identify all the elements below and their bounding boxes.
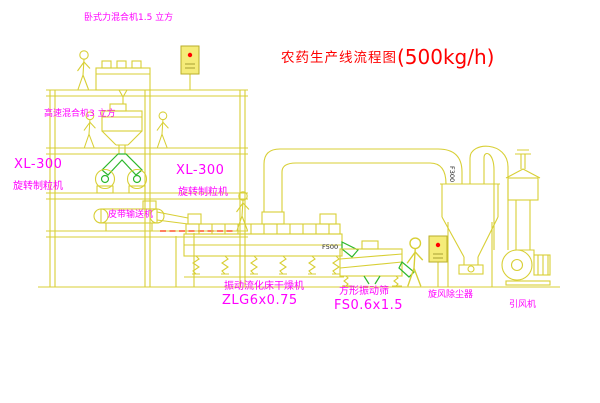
panel-indicator-light xyxy=(435,242,441,248)
dryer-discharge-chute xyxy=(341,241,359,258)
title-text: 农药生产线流程图 xyxy=(281,50,397,66)
diagram-title: 农药生产线流程图(500kg/h) xyxy=(281,45,495,69)
label-granulator-right-name: 旋转制粒机 xyxy=(178,187,228,198)
horizontal-mixer xyxy=(95,60,151,104)
building-frame xyxy=(38,89,560,288)
label-high-speed-mixer: 高速混合机3 立方 xyxy=(44,109,116,119)
operator-figure xyxy=(406,237,424,288)
sieve-bottom-funnel xyxy=(363,275,381,285)
operator-figure xyxy=(156,111,169,149)
label-dryer-name: 振动流化床干燥机 xyxy=(224,281,304,292)
fluid-bed-dryer xyxy=(183,211,344,278)
induced-draft-fan xyxy=(501,249,551,286)
label-horizontal-mixer: 卧式力混合机1.5 立方 xyxy=(84,13,174,23)
vibrating-sieve xyxy=(339,240,403,287)
sieve-discharge-spout xyxy=(398,261,415,278)
label-granulator-left-model: XL-300 xyxy=(14,157,63,172)
granulator-rotor-right xyxy=(132,174,142,184)
belt-conveyor xyxy=(93,200,195,287)
y-chute xyxy=(101,153,143,176)
granulators xyxy=(94,168,148,194)
label-granulator-right-model: XL-300 xyxy=(176,163,225,178)
annotation-duct-dim: F300 xyxy=(448,166,456,183)
granulator-rotor-left xyxy=(100,174,110,184)
label-fan: 引风机 xyxy=(509,300,537,310)
cyclone-separator xyxy=(440,145,509,287)
control-panel-1 xyxy=(180,45,200,90)
operator-figure xyxy=(76,50,91,91)
label-granulator-left-name: 旋转制粒机 xyxy=(13,181,63,192)
label-belt-conveyor: 皮带输送机 xyxy=(108,210,154,220)
exhaust-stack xyxy=(505,149,541,250)
label-sieve-model: FS0.6x1.5 xyxy=(334,298,404,313)
control-panel-2 xyxy=(428,235,448,287)
title-capacity: (500kg/h) xyxy=(397,45,495,69)
high-speed-mixer xyxy=(101,103,143,154)
exhaust-duct xyxy=(263,148,463,212)
panel-indicator-light xyxy=(187,52,193,58)
label-dryer-model: ZLG6x0.75 xyxy=(222,293,298,308)
label-sieve-name: 方形振动筛 xyxy=(339,286,389,297)
annotation-outlet-dim: F500 xyxy=(322,243,339,251)
label-cyclone: 旋风除尘器 xyxy=(428,290,474,300)
